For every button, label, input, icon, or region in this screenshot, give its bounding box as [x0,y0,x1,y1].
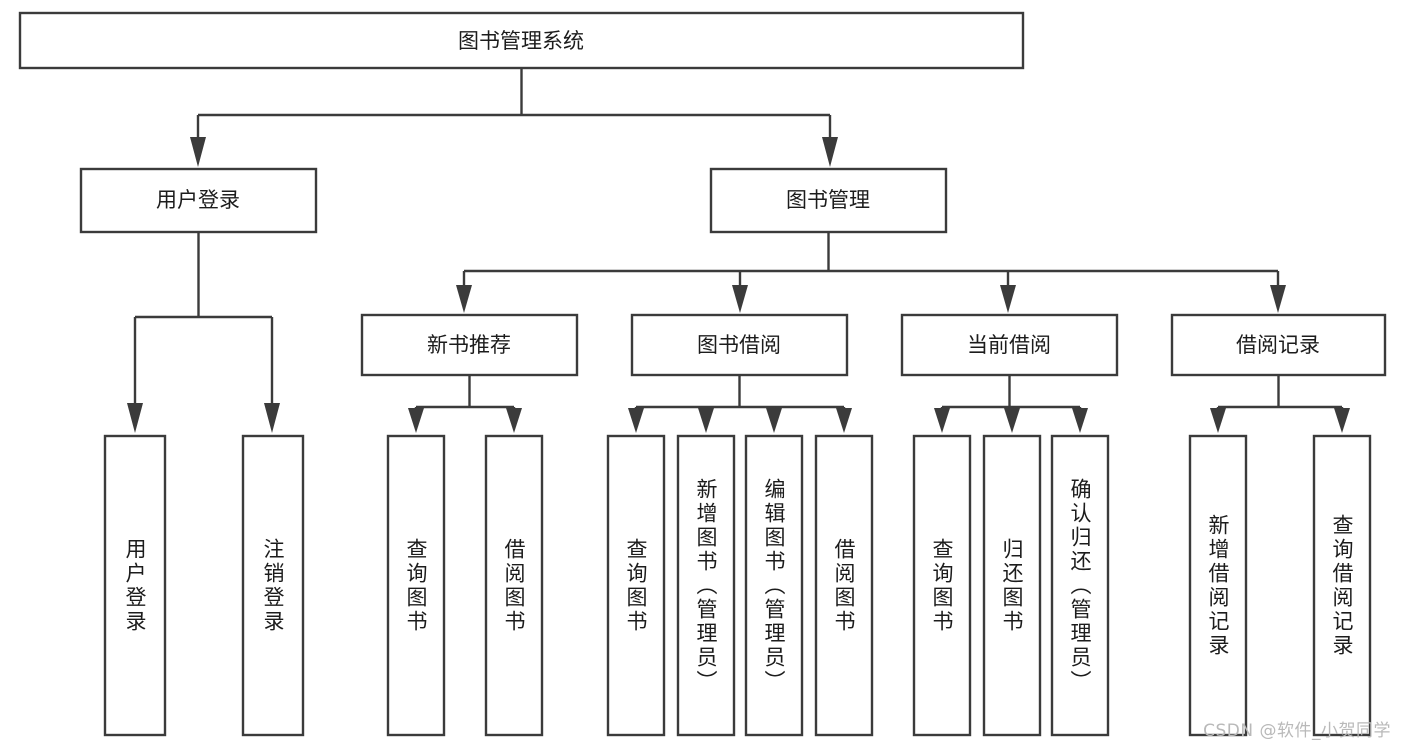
connector-borrow-to-leaves [628,375,852,433]
node-root-rect[interactable] [18,11,1025,70]
node-root[interactable]: 图书管理系统 [18,11,1025,70]
node-borrow-record-rect[interactable] [1170,313,1387,377]
node-user-login-label: 用户登录 [156,188,240,212]
leaf-nodes-group [103,434,1372,737]
connector-userlogin-to-leaves [127,232,280,433]
leaf-edit-book-admin-rect[interactable] [744,434,804,737]
node-current-borrow-rect[interactable] [900,313,1119,377]
node-new-book-recommend-rect[interactable] [360,313,579,377]
leaf-query-book-cb-rect[interactable] [912,434,972,737]
node-book-management-rect[interactable] [709,167,948,234]
node-root-label: 图书管理系统 [458,29,584,53]
connector-newbook-to-leaves [408,375,522,433]
node-book-borrow-label: 图书借阅 [697,333,781,357]
connector-bookmgmt-to-level3 [456,232,1286,313]
leaf-return-book-rect[interactable] [982,434,1042,737]
node-book-management[interactable]: 图书管理 [709,167,948,234]
node-current-borrow-label: 当前借阅 [967,333,1051,357]
node-book-borrow-rect[interactable] [630,313,849,377]
leaf-query-book-bb-rect[interactable] [606,434,666,737]
leaf-user-login-rect[interactable] [103,434,167,737]
leaf-query-record-rect[interactable] [1312,434,1372,737]
leaf-confirm-return-rect[interactable] [1050,434,1110,737]
node-new-book-recommend[interactable]: 新书推荐 [360,313,579,377]
node-book-borrow[interactable]: 图书借阅 [630,313,849,377]
node-borrow-record-label: 借阅记录 [1236,333,1320,357]
csdn-watermark: CSDN @软件_小贺同学 [1203,721,1391,741]
leaf-add-book-admin-rect[interactable] [676,434,736,737]
node-user-login-rect[interactable] [79,167,318,234]
node-borrow-record[interactable]: 借阅记录 [1170,313,1387,377]
node-new-book-recommend-label: 新书推荐 [427,333,511,357]
connector-record-to-leaves [1210,375,1350,433]
leaf-query-book-nb-rect[interactable] [386,434,446,737]
node-user-login[interactable]: 用户登录 [79,167,318,234]
node-current-borrow[interactable]: 当前借阅 [900,313,1119,377]
node-book-management-label: 图书管理 [786,188,870,212]
leaf-add-record-rect[interactable] [1188,434,1248,737]
leaf-logout-rect[interactable] [241,434,305,737]
connector-current-to-leaves [934,375,1088,433]
connector-root-to-level2 [190,68,838,167]
leaf-borrow-book-nb-rect[interactable] [484,434,544,737]
leaf-borrow-book-bb-rect[interactable] [814,434,874,737]
